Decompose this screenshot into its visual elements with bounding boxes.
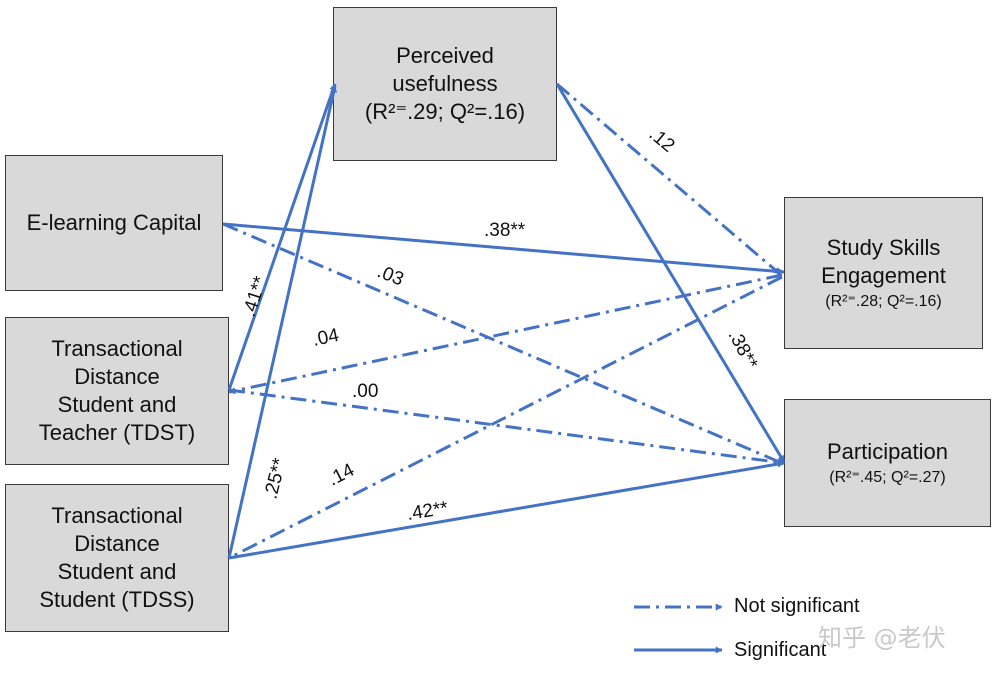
node-title: Engagement xyxy=(821,262,946,288)
node-title-line: Teacher (TDST) xyxy=(38,420,196,446)
node-title: E-learning Capital xyxy=(26,209,202,235)
legend-significant-label: Significant xyxy=(734,639,827,661)
node-title: usefulness xyxy=(392,70,498,96)
edge-label-pu-study-skills: .12 xyxy=(645,124,679,157)
edge-label-study-skills-tdst: .04 xyxy=(311,325,342,351)
edge-label-study-skills-tdss: .14 xyxy=(325,460,358,491)
edge-label-pu-participation: .38** xyxy=(724,326,762,373)
edge-label-elearning-participation: .03 xyxy=(374,261,406,290)
edge-tdss-to-pu xyxy=(227,85,338,559)
node-title: Study Skills xyxy=(826,234,941,260)
node-title-line: Student and xyxy=(57,392,177,417)
node-title-line: Student and xyxy=(57,559,177,584)
edge-elearning-to-participation xyxy=(222,222,785,466)
node-title-line: Distance xyxy=(74,530,160,556)
edge-pu-to-study-skills xyxy=(556,82,781,276)
node-tdss: Transactional Distance Student and Stude… xyxy=(5,484,229,632)
node-elearning-capital: E-learning Capital xyxy=(5,155,223,291)
node-title-line: Transactional xyxy=(51,335,183,361)
node-title-line: Distance xyxy=(74,363,160,389)
edge-pu-to-participation xyxy=(555,83,786,463)
edge-elearning-to-study-skills xyxy=(222,222,785,275)
node-stats: (R²⁼.45; Q²=.27) xyxy=(829,468,946,486)
node-title-line: Student (TDSS) xyxy=(39,587,195,613)
edge-label-elearning-study-skills: .38** xyxy=(484,220,526,241)
legend-not-significant-label: Not significant xyxy=(734,595,860,617)
node-study-skills-engagement: Study Skills Engagement (R²⁼.28; Q²=.16) xyxy=(784,197,983,349)
edge-study-skills-to-tdst xyxy=(228,273,783,395)
edge-tdst-to-pu xyxy=(227,83,337,391)
edge-tdst-to-participation xyxy=(228,388,785,466)
node-participation: Participation (R²⁼.45; Q²=.27) xyxy=(784,399,991,527)
edge-tdss-to-participation xyxy=(228,460,785,560)
node-perceived-usefulness: Perceived usefulness (R²⁼.29; Q²=.16) xyxy=(333,7,557,161)
edge-label-tdst-pu: .41** xyxy=(239,273,272,319)
node-stats: (R²⁼.29; Q²=.16) xyxy=(364,99,526,125)
node-stats: (R²⁼.28; Q²=.16) xyxy=(825,292,942,310)
watermark: 知乎 @老伏 xyxy=(818,624,946,652)
node-title-line: Transactional xyxy=(51,502,183,528)
edge-label-tdst-participation: .00 xyxy=(352,381,378,402)
node-tdst: Transactional Distance Student and Teach… xyxy=(5,317,229,465)
node-title: Participation xyxy=(826,438,949,464)
edge-study-skills-to-tdss xyxy=(228,275,783,560)
edge-label-tdss-pu: .25** xyxy=(260,456,290,502)
node-title: Perceived xyxy=(396,42,494,68)
